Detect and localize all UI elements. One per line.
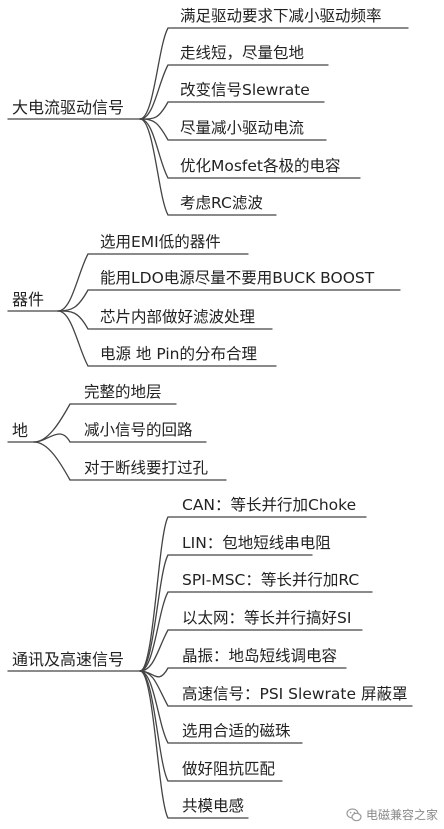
leaf-node-label: 减小信号的回路 — [84, 421, 193, 439]
connector-line — [139, 118, 277, 216]
connector-line — [57, 310, 273, 330]
wechat-icon — [346, 807, 362, 821]
leaf-node-label: 改变信号Slewrate — [180, 81, 310, 99]
leaf-node-label: 对于断线要打过孔 — [84, 459, 209, 477]
leaf-node-label: 高速信号：PSI Slewrate 屏蔽罩 — [182, 685, 407, 703]
connector-line — [139, 554, 313, 672]
leaf-node-label: 以太网：等长并行搞好SI — [182, 609, 351, 627]
connector-line — [33, 441, 227, 481]
root-node-label: 地 — [12, 421, 28, 440]
leaf-node-label: 能用LDO电源尽量不要用BUCK BOOST — [100, 269, 375, 287]
root-node-label: 通讯及高速信号 — [12, 650, 124, 669]
connector-line — [139, 27, 409, 120]
root-node-label: 大电流驱动信号 — [12, 98, 124, 117]
watermark: 电磁兼容之家 — [346, 806, 438, 823]
connector-line — [139, 64, 329, 120]
connector-line — [57, 253, 249, 312]
connector-line — [139, 118, 327, 141]
leaf-node-label: 共模电感 — [182, 797, 244, 815]
leaf-node-label: 优化Mosfet各极的电容 — [180, 157, 341, 175]
connector-line — [139, 670, 303, 744]
leaf-node-label: 走线短，尽量包地 — [180, 44, 304, 62]
leaf-node-label: SPI-MSC：等长并行加RC — [182, 571, 359, 589]
connector-line — [139, 667, 347, 678]
leaf-node-label: CAN：等长并行加Choke — [182, 496, 356, 514]
leaf-node-label: 做好阻抗匹配 — [182, 760, 275, 778]
leaf-node-label: 选用合适的磁珠 — [182, 722, 291, 740]
leaf-node-label: 芯片内部做好滤波处理 — [100, 308, 255, 326]
leaf-node-label: 完整的地层 — [84, 383, 162, 401]
leaf-node-label: 晶振：地岛短线调电容 — [182, 647, 337, 665]
connector-line — [139, 516, 367, 672]
connector-line — [139, 101, 325, 120]
root-node-label: 器件 — [12, 290, 44, 309]
leaf-node-label: 满足驱动要求下减小驱动频率 — [180, 7, 382, 25]
connector-line — [33, 433, 207, 443]
connector-line — [139, 629, 363, 672]
connector-line — [139, 118, 361, 179]
connector-line — [139, 670, 249, 819]
leaf-node-label: 考虑RC滤波 — [180, 194, 263, 212]
branch-1: 大电流驱动信号 满足驱动要求下减小驱动频率走线短，尽量包地改变信号Slewrate… — [7, 7, 409, 216]
watermark-text: 电磁兼容之家 — [365, 808, 438, 822]
connector-line — [139, 591, 373, 672]
leaf-node-label: 电源 地 Pin的分布合理 — [100, 345, 257, 363]
connector-line — [139, 670, 413, 707]
leaf-node-label: 尽量减小驱动电流 — [180, 119, 304, 137]
leaf-node-label: LIN：包地短线串电阻 — [182, 534, 331, 552]
leaf-node-label: 选用EMI低的器件 — [100, 233, 221, 251]
connector-line — [57, 310, 277, 367]
